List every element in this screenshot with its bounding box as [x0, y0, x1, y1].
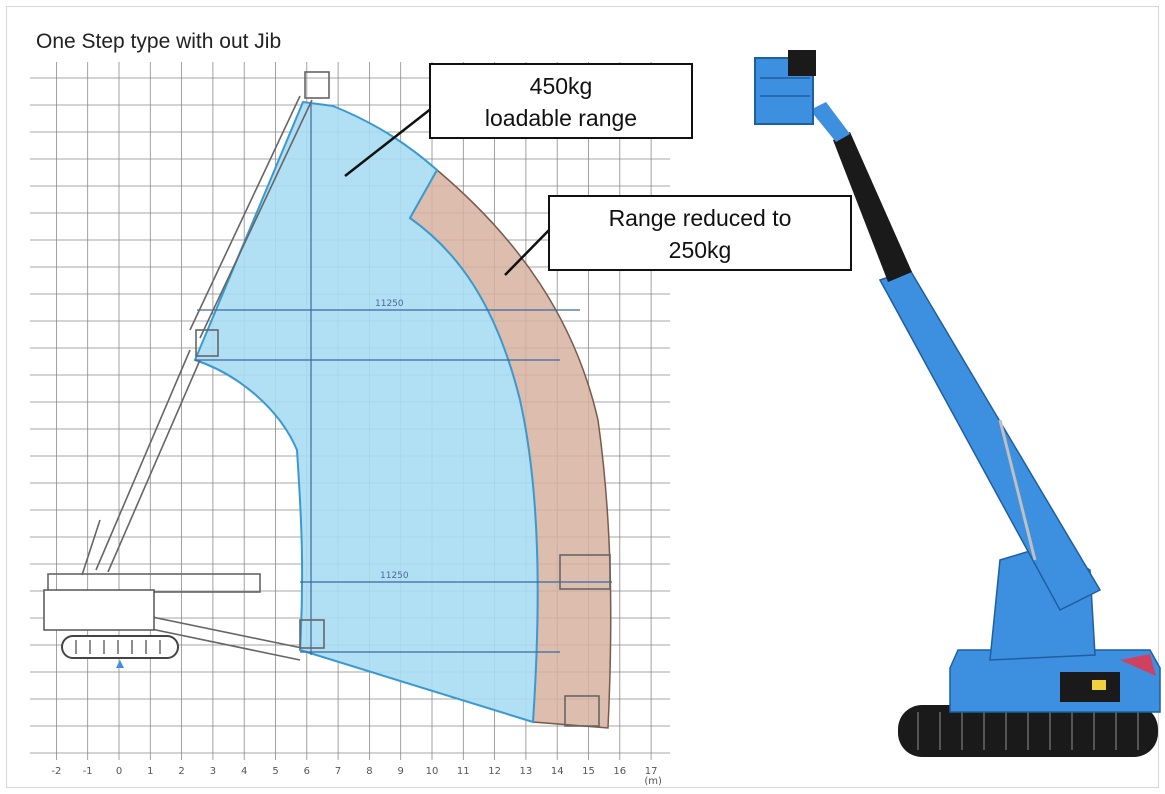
- boom-sketch-raised: [81, 71, 330, 576]
- callout-250kg-line2: 250kg: [669, 237, 732, 263]
- callout-450kg-line1: 450kg: [530, 73, 593, 99]
- dimension-label-top: 11250: [375, 299, 404, 309]
- x-tick-label: 8: [366, 766, 372, 777]
- x-tick-label: -1: [83, 766, 93, 777]
- x-tick-label: 13: [520, 766, 533, 777]
- x-tick-label: 0: [116, 766, 122, 777]
- callout-450kg-leader: [344, 107, 433, 177]
- x-tick-label: 9: [398, 766, 404, 777]
- machine-basket: [754, 57, 814, 125]
- machine-boom-upper: [810, 102, 850, 142]
- x-tick-label: 5: [272, 766, 278, 777]
- x-tick-label: 1: [147, 766, 153, 777]
- aerial-work-platform-illustration: [754, 50, 1161, 757]
- x-tick-label: 15: [582, 766, 595, 777]
- callout-250kg: Range reduced to 250kg: [504, 195, 852, 276]
- x-tick-label: 14: [551, 766, 564, 777]
- callout-450kg-box: [429, 63, 693, 139]
- carrier-sketch: [43, 589, 179, 668]
- callout-450kg: 450kg loadable range: [344, 63, 693, 177]
- callout-250kg-box: [548, 195, 852, 271]
- x-tick-label: 2: [178, 766, 184, 777]
- x-tick-label: 4: [241, 766, 247, 777]
- x-tick-label: 10: [426, 766, 439, 777]
- x-tick-label: 7: [335, 766, 341, 777]
- callout-250kg-line1: Range reduced to: [609, 205, 792, 231]
- x-tick-label: 17: [645, 766, 658, 777]
- x-tick-label: 12: [488, 766, 501, 777]
- x-tick-label: 3: [210, 766, 216, 777]
- x-axis-unit: (m): [644, 776, 662, 787]
- x-tick-label: 6: [304, 766, 310, 777]
- x-tick-label: -2: [51, 766, 61, 777]
- callout-450kg-line2: loadable range: [485, 105, 637, 131]
- diagram-title: One Step type with out Jib: [36, 30, 281, 53]
- machine-boom-mid: [833, 132, 912, 282]
- callout-250kg-leader: [504, 225, 554, 276]
- dimension-label-bottom: 11250: [380, 571, 409, 581]
- zone-450kg: [193, 100, 539, 724]
- x-tick-label: 11: [457, 766, 470, 777]
- x-tick-label: 16: [613, 766, 626, 777]
